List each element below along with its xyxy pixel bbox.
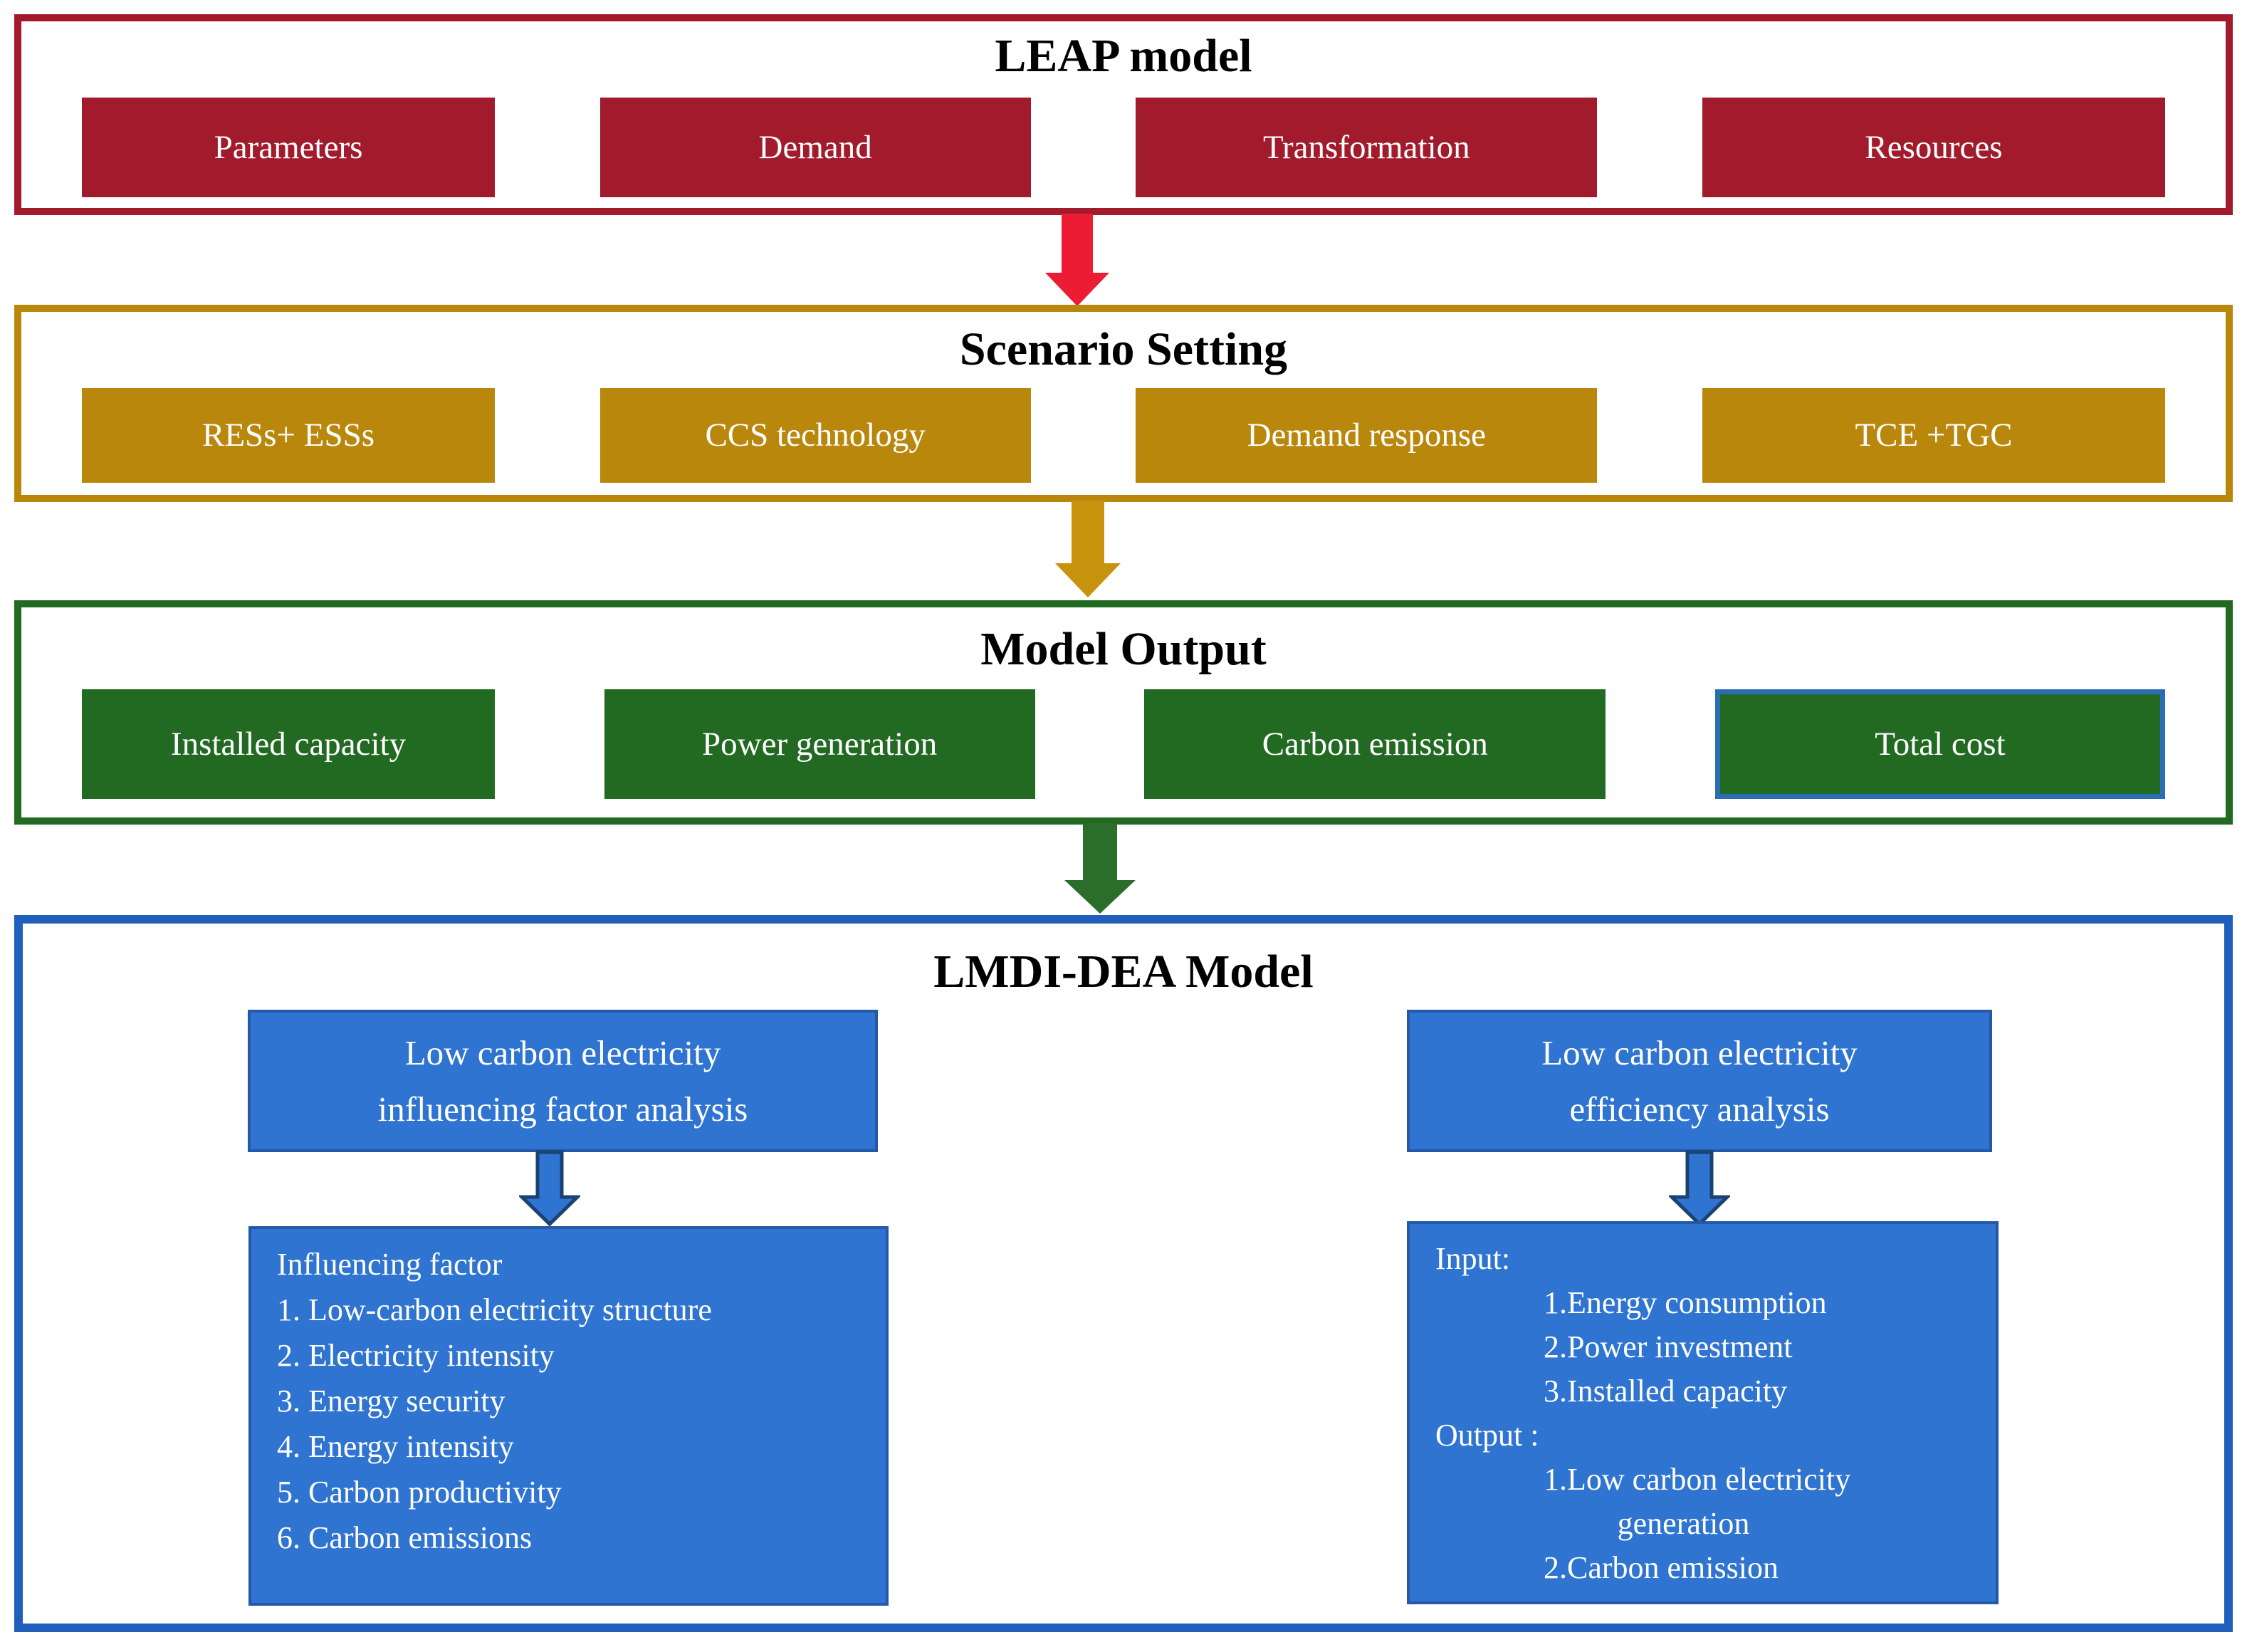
blue-arrow-right	[1669, 1150, 1730, 1227]
box-influencing-factor-list: Influencing factor 1. Low-carbon electri…	[248, 1226, 889, 1606]
box-ccs-technology: CCS technology	[599, 388, 1031, 483]
scenario-section-title: Scenario Setting	[959, 323, 1288, 375]
box-carbon-emission: Carbon emission	[1144, 689, 1606, 799]
box-transformation: Transformation	[1136, 98, 1598, 197]
box-ress-esss: RESs+ ESSs	[82, 388, 495, 483]
box-parameters: Parameters	[82, 98, 495, 197]
lmdi-section-title: LMDI-DEA Model	[933, 946, 1314, 998]
box-resources: Resources	[1702, 98, 2165, 197]
leap-model-section: LEAP model Parameters Demand Transformat…	[14, 14, 2233, 215]
influencing-line: 2. Electricity intensity	[277, 1338, 555, 1373]
influencing-line: 6. Carbon emissions	[277, 1520, 533, 1555]
efficiency-header-line1: Low carbon electricity	[1541, 1032, 1858, 1072]
efficiency-line: 1.Low carbon electricity	[1544, 1462, 1851, 1497]
influencing-header-line2: influencing factor analysis	[377, 1089, 748, 1129]
influencing-line: 5. Carbon productivity	[277, 1475, 562, 1510]
efficiency-line: 3.Installed capacity	[1544, 1374, 1788, 1408]
efficiency-line-input-label: Input:	[1435, 1241, 1511, 1276]
influencing-header-line1: Low carbon electricity	[404, 1032, 721, 1072]
leap-section-title: LEAP model	[995, 30, 1252, 82]
efficiency-line-output-label: Output :	[1435, 1418, 1539, 1453]
box-tce-tgc: TCE +TGC	[1702, 388, 2165, 483]
efficiency-line: 2.Carbon emission	[1544, 1550, 1779, 1585]
box-total-cost: Total cost	[1714, 689, 2165, 799]
box-installed-capacity: Installed capacity	[82, 689, 495, 799]
efficiency-line: generation	[1617, 1506, 1750, 1541]
influencing-line: 1. Low-carbon electricity structure	[277, 1292, 712, 1327]
model-output-section: Model Output Installed capacity Power ge…	[14, 600, 2233, 825]
leap-box-row: Parameters Demand Transformation Resourc…	[21, 98, 2226, 197]
box-efficiency-analysis: Low carbon electricity efficiency analys…	[1407, 1010, 1992, 1152]
flow-arrow-gold	[1055, 501, 1121, 597]
flow-arrow-red	[1045, 214, 1109, 306]
influencing-line: 3. Energy security	[277, 1384, 506, 1418]
scenario-setting-section: Scenario Setting RESs+ ESSs CCS technolo…	[14, 305, 2233, 502]
influencing-line: 4. Energy intensity	[277, 1429, 514, 1464]
efficiency-line: 1.Energy consumption	[1544, 1285, 1827, 1320]
output-section-title: Model Output	[980, 623, 1267, 675]
lmdi-dea-section: LMDI-DEA Model Low carbon electricity in…	[14, 915, 2233, 1632]
efficiency-line: 2.Power investment	[1544, 1329, 1793, 1364]
box-power-generation: Power generation	[604, 689, 1035, 799]
output-box-row: Installed capacity Power generation Carb…	[21, 689, 2226, 799]
box-demand-response: Demand response	[1136, 388, 1598, 483]
flow-arrow-green	[1064, 823, 1136, 914]
efficiency-header-line2: efficiency analysis	[1569, 1089, 1830, 1129]
box-input-output-list: Input: 1.Energy consumption 2.Power inve…	[1407, 1221, 1999, 1604]
influencing-line: Influencing factor	[277, 1247, 503, 1282]
box-influencing-factor-analysis: Low carbon electricity influencing facto…	[248, 1010, 878, 1152]
box-demand: Demand	[599, 98, 1031, 197]
blue-arrow-left	[519, 1150, 580, 1227]
scenario-box-row: RESs+ ESSs CCS technology Demand respons…	[21, 388, 2226, 483]
